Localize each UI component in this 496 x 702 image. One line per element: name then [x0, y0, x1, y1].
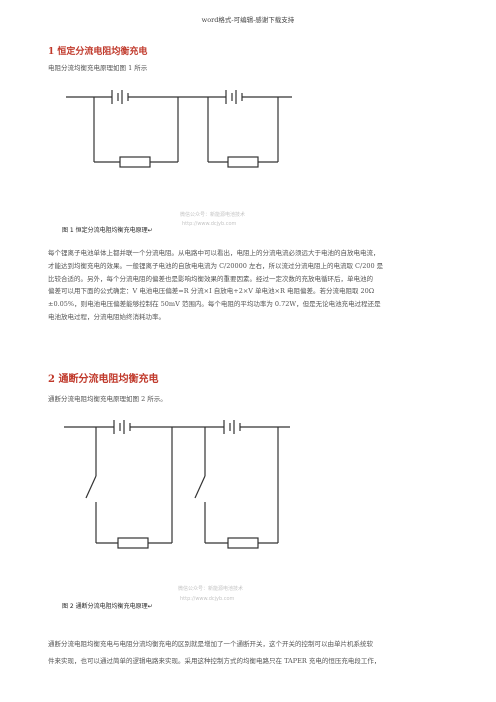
section1-line: 电池放电过程，分流电阻始终消耗功率。: [48, 312, 165, 321]
section2-intro: 通断分流电阻均衡充电原理如图 2 所示。: [48, 395, 167, 403]
figure2-watermark-url: http://www.dcjyb.com: [180, 596, 235, 602]
figure2-caption: 图 2 通断分流电阻均衡充电原理↵: [62, 602, 153, 610]
section1-line: 比较合适的。另外，每个分流电阻的偏差也是影响均衡效果的重要因素。经过一定次数的充…: [48, 274, 373, 283]
section2-heading: 2 通断分流电阻均衡充电: [48, 374, 159, 385]
section2-body: 通断分流电阻均衡充电与电阻分流均衡充电的区别就是增加了一个通断开关，这个开关的控…: [48, 636, 458, 670]
section1-body: 每个锂离子电池单体上都并联一个分流电阻。从电路中可以看出，电阻上的分流电流必须远…: [48, 247, 448, 324]
section1-intro: 电阻分流均衡充电原理如图 1 所示: [48, 64, 148, 72]
section1-line: 才能达到均衡充电的效果。一般锂离子电池的自放电电流为 C/20000 左右，所以…: [48, 261, 384, 270]
section2-line: 通断分流电阻均衡充电与电阻分流均衡充电的区别就是增加了一个通断开关，这个开关的控…: [48, 640, 373, 648]
section1-heading: 1 恒定分流电阻均衡充电: [48, 47, 148, 57]
section1-line: ±0.05%，则电池电压偏差能够控制在 50mV 范围内。每个电阻的平均功率为 …: [48, 300, 381, 309]
figure1-caption: 图 1 恒定分流电阻均衡充电原理↵: [62, 226, 153, 234]
section1-line: 偏差可以用下面的公式确定：V 电池电压偏差=R 分流×I 自放电+2×V 单电池…: [48, 287, 375, 296]
figure2-watermark: 微信公众号：新能源电池技术: [178, 585, 243, 592]
section1-line: 每个锂离子电池单体上都并联一个分流电阻。从电路中可以看出，电阻上的分流电流必须远…: [48, 249, 380, 257]
figure1-watermark-url: http://www.dcjyb.com: [182, 221, 237, 227]
section2-line: 件来实现，也可以通过简单的逻辑电路来实现。采用这种控制方式的均衡电路只在 TAP…: [48, 657, 381, 665]
figure1-watermark: 微信公众号：新能源电池技术: [180, 211, 245, 218]
page-header: word格式-可编辑-感谢下载支持: [201, 16, 295, 24]
